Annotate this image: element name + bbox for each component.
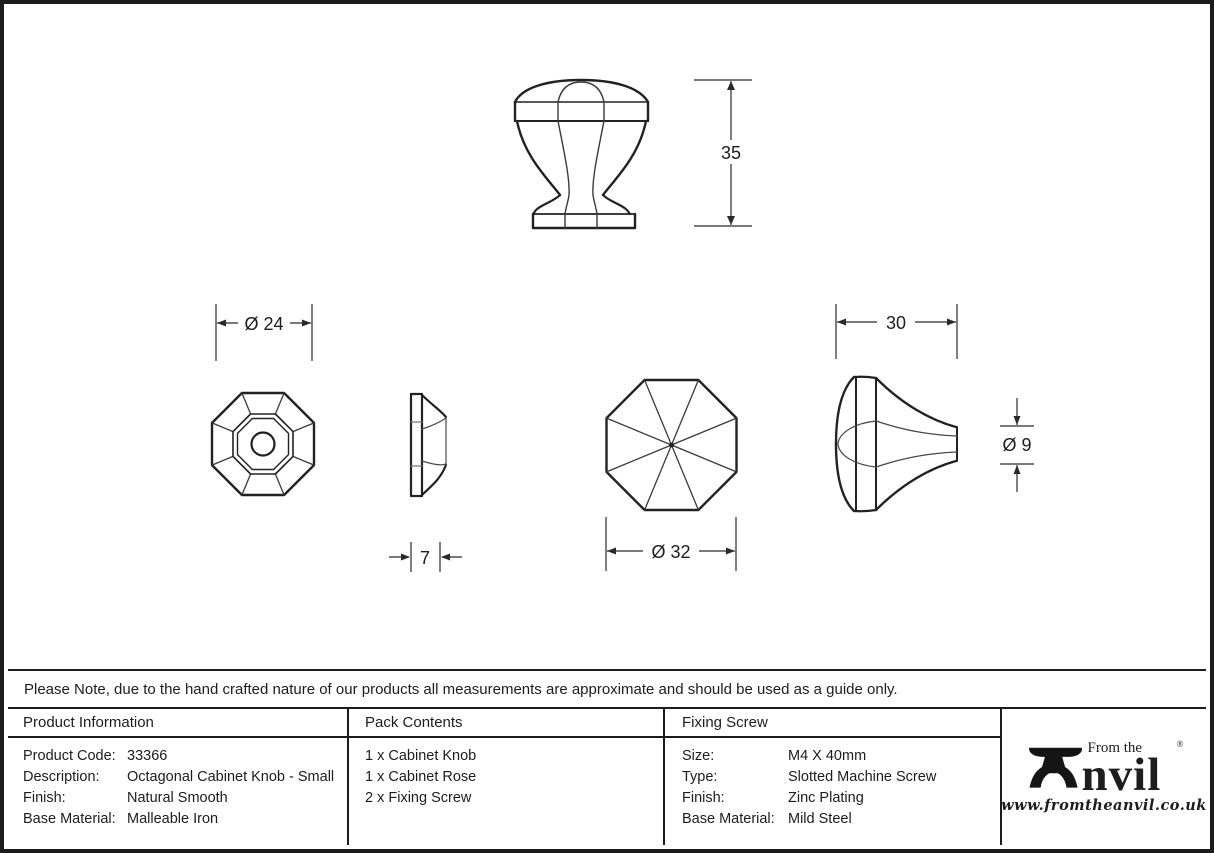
fixing-screw-column: Fixing Screw Size: M4 X 40mm Type: Slott… xyxy=(665,709,1002,845)
row-label: Product Code: xyxy=(23,748,116,764)
rose-side-drawing xyxy=(409,392,448,498)
row-value: M4 X 40mm xyxy=(788,748,867,764)
row-label: Finish: xyxy=(682,790,725,806)
brand-prefix: From the xyxy=(1087,740,1143,756)
table-row: Finish: Natural Smooth xyxy=(23,788,347,809)
row-label: Description: xyxy=(23,769,100,785)
brand-name-rest: nvil xyxy=(1081,749,1162,801)
row-value: Mild Steel xyxy=(788,811,852,827)
dim-label-rose-diameter: Ø 24 xyxy=(244,314,283,334)
brand-website: www.fromtheanvil.co.uk xyxy=(1001,797,1207,814)
measurement-note-text: Please Note, due to the hand crafted nat… xyxy=(24,680,898,698)
rose-front-drawing xyxy=(210,391,316,497)
product-information-column: Product Information Product Code: 33366 … xyxy=(8,709,349,845)
pack-contents-column: Pack Contents 1 x Cabinet Knob 1 x Cabin… xyxy=(349,709,665,845)
row-value: Slotted Machine Screw xyxy=(788,769,937,785)
dim-label-rose-depth: 7 xyxy=(420,548,430,568)
fixing-screw-header: Fixing Screw xyxy=(665,709,1000,738)
list-item: 1 x Cabinet Knob xyxy=(365,748,477,764)
dim-label-35: 35 xyxy=(721,143,741,163)
dimension-stem-diameter: Ø 9 xyxy=(1000,398,1034,492)
pack-contents-header: Pack Contents xyxy=(349,709,663,738)
brand-prefix-row: From the ® xyxy=(1082,740,1184,757)
row-value: Natural Smooth xyxy=(127,790,228,806)
table-row: Finish: Zinc Plating xyxy=(682,788,1000,809)
dimension-rose-depth: 7 xyxy=(389,542,462,572)
measurement-note: Please Note, due to the hand crafted nat… xyxy=(8,669,1206,707)
knob-side-drawing xyxy=(834,375,958,513)
table-row: Description: Octagonal Cabinet Knob - Sm… xyxy=(23,767,347,788)
row-value: Zinc Plating xyxy=(788,790,864,806)
table-row: Base Material: Mild Steel xyxy=(682,809,1000,830)
row-value: Malleable Iron xyxy=(127,811,219,827)
product-information-header: Product Information xyxy=(8,709,347,738)
brand-wordmark: From the ® nvil xyxy=(1081,740,1184,801)
row-label: Base Material: xyxy=(682,811,775,827)
technical-drawing-area: 35 xyxy=(4,4,1210,669)
row-label: Finish: xyxy=(23,790,66,806)
row-label: Size: xyxy=(682,748,715,764)
knob-elevation-drawing xyxy=(513,78,650,230)
pack-contents-body: 1 x Cabinet Knob 1 x Cabinet Rose 2 x Fi… xyxy=(349,738,663,845)
table-row: Base Material: Malleable Iron xyxy=(23,809,347,830)
dimension-knob-depth: 30 xyxy=(835,304,958,359)
dim-label-stem-diameter: Ø 9 xyxy=(1002,435,1031,455)
table-row: Product Code: 33366 xyxy=(23,746,347,767)
row-value: Octagonal Cabinet Knob - Small xyxy=(127,769,335,785)
spec-table: Product Information Product Code: 33366 … xyxy=(8,707,1206,845)
list-item: 1 x Cabinet Rose xyxy=(365,769,477,785)
list-item: 2 x Fixing Screw xyxy=(365,790,472,806)
dimension-knob-diameter: Ø 32 xyxy=(605,517,737,571)
brand-logo: From the ® nvil xyxy=(1025,740,1184,801)
table-row: Size: M4 X 40mm xyxy=(682,746,1000,767)
fixing-screw-body: Size: M4 X 40mm Type: Slotted Machine Sc… xyxy=(665,738,1000,845)
table-row: Type: Slotted Machine Screw xyxy=(682,767,1000,788)
dim-label-knob-depth: 30 xyxy=(886,313,906,333)
dim-label-knob-diameter: Ø 32 xyxy=(651,542,690,562)
product-information-body: Product Code: 33366 Description: Octagon… xyxy=(8,738,347,845)
dimension-rose-diameter: Ø 24 xyxy=(215,304,313,361)
registered-mark: ® xyxy=(1176,739,1184,749)
row-label: Type: xyxy=(682,769,718,785)
knob-front-drawing xyxy=(605,378,738,512)
anvil-icon xyxy=(1028,747,1082,788)
row-value: 33366 xyxy=(127,748,168,764)
dimension-overall-height: 35 xyxy=(694,79,752,227)
brand-logo-cell: From the ® nvil www.fromtheanvil.co.uk xyxy=(1001,709,1207,845)
row-label: Base Material: xyxy=(23,811,116,827)
